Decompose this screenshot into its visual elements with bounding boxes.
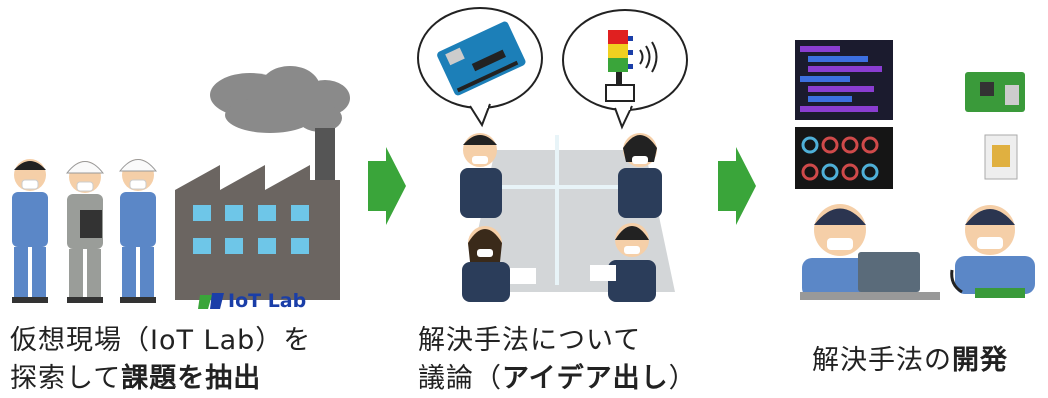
development-illustration — [795, 40, 1035, 300]
person-bottom-right — [608, 223, 656, 302]
iot-lab-logo: IoT Lab — [198, 289, 306, 313]
sensor-board-icon — [984, 134, 1018, 180]
step1-caption-line2: 探索して課題を抽出 — [10, 363, 262, 394]
worker-2 — [65, 161, 105, 303]
arrow-right-icon — [368, 147, 406, 225]
step1-caption-line1: 仮想現場（IoT Lab）を — [10, 325, 312, 356]
speech-bubble-signal-tower — [562, 9, 688, 130]
step1-caption-bold: 課題を抽出 — [121, 363, 262, 394]
dashboard-screen — [795, 127, 893, 189]
speech-bubble-arduino — [417, 7, 543, 128]
step2-illustration — [410, 0, 710, 310]
raspberry-pi-icon — [965, 72, 1025, 112]
worker-1 — [12, 159, 48, 303]
step3-caption-bold: 開発 — [952, 345, 1008, 376]
signal-tower-icon — [605, 30, 658, 102]
step1-illustration — [0, 60, 360, 320]
step1-caption: 仮想現場（IoT Lab）を 探索して課題を抽出 — [10, 322, 311, 398]
step3-illustration — [780, 30, 1048, 310]
step2-caption-line1: 解決手法について — [418, 325, 642, 356]
arduino-board-icon — [437, 21, 526, 96]
person-bottom-left — [462, 226, 510, 302]
arrow-right-icon — [718, 147, 756, 225]
step2-caption-bold: アイデア出し — [502, 363, 669, 394]
step2-caption: 解決手法について 議論（アイデア出し） — [418, 322, 697, 398]
step2-caption-line2: 議論（アイデア出し） — [418, 363, 697, 394]
smoke-cloud — [210, 66, 350, 133]
person-top-right — [618, 133, 662, 218]
iot-lab-logo-mark — [198, 293, 224, 309]
workers-factory-illustration — [12, 66, 350, 303]
person-soldering — [950, 205, 1035, 298]
step3-caption: 解決手法の開発 — [812, 345, 1008, 376]
person-laptop — [800, 204, 940, 300]
block-programming-screen — [795, 40, 893, 120]
worker-3 — [118, 159, 158, 303]
person-top-left — [460, 133, 502, 218]
iot-lab-logo-text: IoT Lab — [228, 290, 307, 312]
meeting-illustration — [417, 7, 688, 302]
